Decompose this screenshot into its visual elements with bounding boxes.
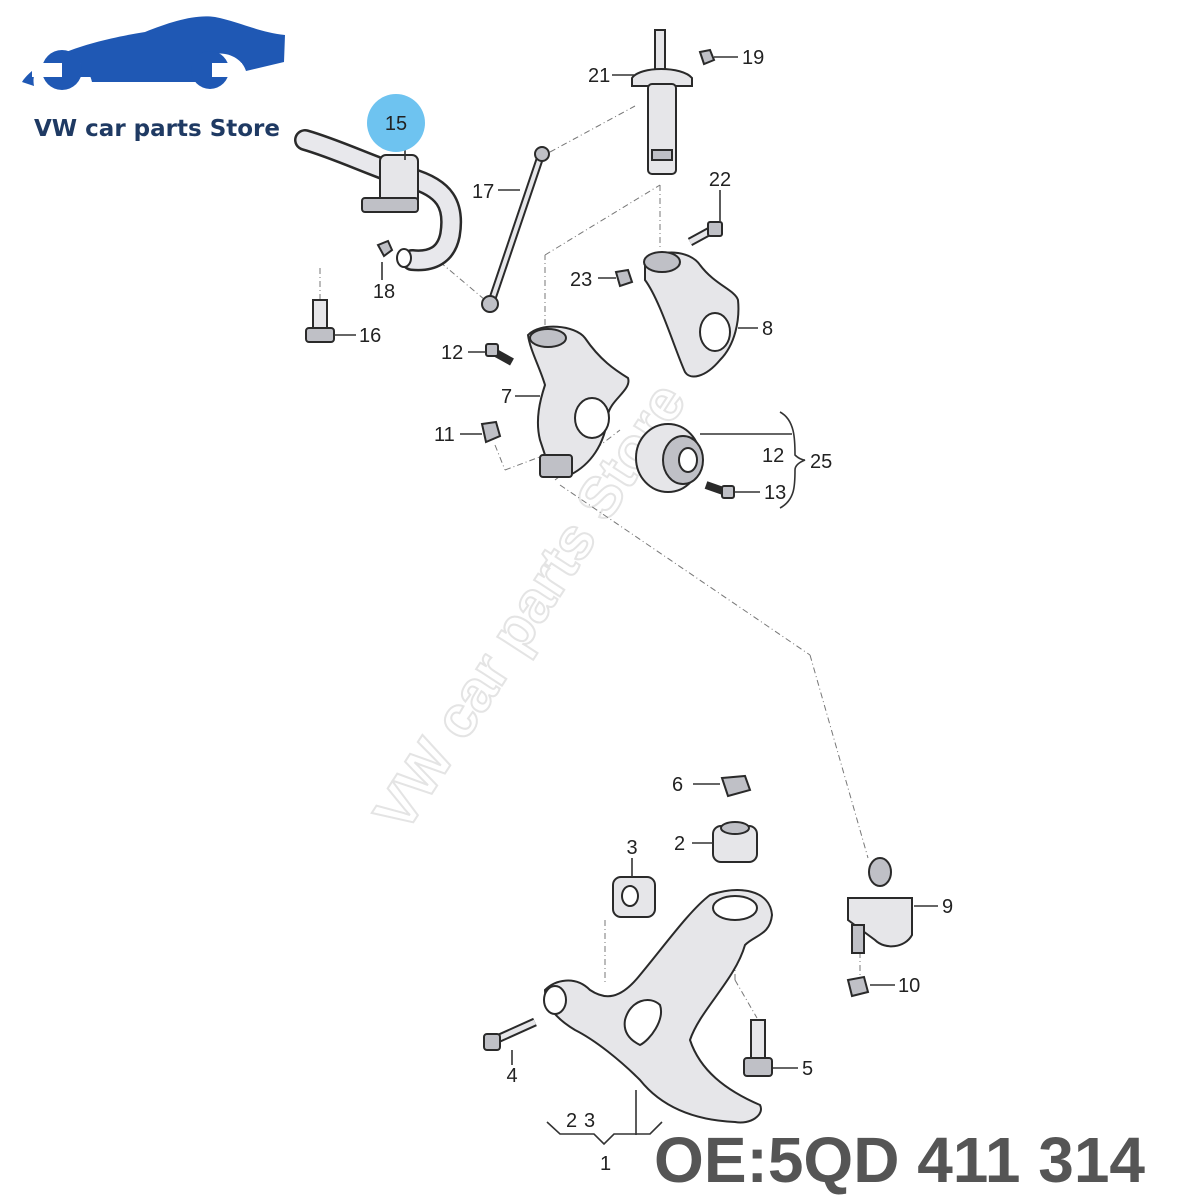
callout-10: 10 <box>898 975 920 997</box>
nut-6 <box>720 774 752 798</box>
callout-2: 2 <box>674 833 685 855</box>
callout-25: 25 <box>810 451 832 473</box>
callout-7: 7 <box>501 386 512 408</box>
wheel-bearing-housing-8 <box>643 251 740 378</box>
nut-10 <box>846 975 870 998</box>
nut-19 <box>698 48 716 66</box>
callout-19: 19 <box>742 47 764 69</box>
bolt-22 <box>687 221 723 246</box>
callout-16: 16 <box>359 325 381 347</box>
oe-part-number: OE:5QD 411 314 <box>654 1124 1145 1196</box>
callout-12-hub: 12 <box>762 445 784 467</box>
store-logo: VW car parts Store <box>22 16 285 142</box>
callout-17: 17 <box>472 181 494 203</box>
control-arm <box>543 889 774 1124</box>
highlighted-part-badge: 15 <box>367 94 425 152</box>
nut-11 <box>480 420 502 444</box>
callout-11: 11 <box>434 424 455 446</box>
bolt-13 <box>704 481 735 499</box>
bushing-3 <box>612 876 656 918</box>
highlight-label: 15 <box>385 113 407 135</box>
callout-labels: 18 16 17 21 19 22 23 8 12 7 11 12 13 25 … <box>359 47 953 1175</box>
coupling-rod <box>481 146 550 313</box>
callout-22: 22 <box>709 169 731 191</box>
wrench-icon <box>32 50 242 90</box>
bolt-5 <box>743 1019 773 1077</box>
callout-2-arm: 2 <box>566 1110 577 1132</box>
callout-13: 13 <box>764 482 786 504</box>
wheel-hub <box>635 423 704 493</box>
nut-23 <box>614 268 634 288</box>
wheel-bearing-housing-7 <box>526 325 630 478</box>
callout-18: 18 <box>373 281 395 303</box>
callout-9: 9 <box>942 896 953 918</box>
bolt-16 <box>305 299 335 343</box>
callout-5: 5 <box>802 1058 813 1080</box>
callout-3: 3 <box>626 837 637 859</box>
ball-joint-9 <box>847 857 913 954</box>
bolt-12 <box>485 343 514 366</box>
callout-1: 1 <box>600 1153 611 1175</box>
leader-lines <box>334 56 938 1146</box>
callout-4: 4 <box>506 1065 517 1087</box>
nut-18 <box>376 239 394 258</box>
callout-12: 12 <box>441 342 463 364</box>
store-name: VW car parts Store <box>34 116 280 142</box>
callout-6: 6 <box>672 774 683 796</box>
callout-3-arm: 3 <box>584 1110 595 1132</box>
callout-23: 23 <box>570 269 592 291</box>
suspension-strut <box>631 29 693 175</box>
callout-8: 8 <box>762 318 773 340</box>
bolt-4 <box>483 1017 537 1051</box>
stabilizer-bar <box>294 129 463 272</box>
callout-21: 21 <box>588 65 610 87</box>
bushing-2 <box>712 821 758 863</box>
